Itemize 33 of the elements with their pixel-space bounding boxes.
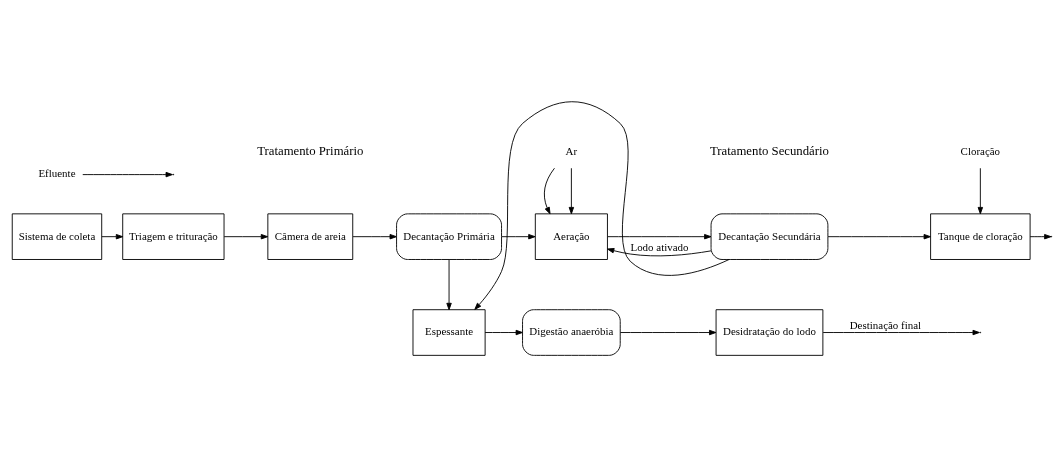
- arrow: [501, 234, 536, 240]
- node-box: Triagem e trituração: [122, 213, 225, 260]
- node-box: Decantação Secundária: [710, 213, 829, 260]
- edge-label: Destinação final: [849, 319, 922, 332]
- node-box: Desidratação do lodo: [715, 309, 824, 356]
- arrow: [223, 234, 269, 240]
- node-box: Aeração: [534, 213, 608, 260]
- node-box: Decantação Primária: [396, 213, 502, 260]
- arrow: [352, 234, 397, 240]
- node-text: Cloração: [960, 144, 1001, 157]
- arrow: [607, 248, 712, 257]
- label: Tratamento Primário: [257, 144, 364, 159]
- arrow: [607, 234, 712, 240]
- node-box: Câmera de areia: [267, 213, 354, 260]
- arrow: [101, 234, 124, 240]
- node-text: Ar: [565, 144, 578, 157]
- arrow: [82, 171, 173, 178]
- arrow: [1029, 234, 1052, 240]
- arrow: [977, 167, 984, 215]
- node-box: Espessante: [412, 309, 486, 356]
- arrow: [619, 329, 717, 336]
- label: Tratamento Secundário: [709, 144, 829, 159]
- arrow: [568, 167, 575, 215]
- arrow: [484, 329, 523, 336]
- arrow: [827, 234, 931, 240]
- arrow: [543, 167, 555, 215]
- node-text: Efluente: [38, 167, 76, 180]
- arrow: [474, 101, 730, 310]
- arrow: [446, 259, 452, 311]
- node-box: Sistema de coleta: [11, 213, 103, 260]
- node-box: Digestão anaeróbia: [522, 309, 621, 356]
- node-box: Tanque de cloração: [930, 213, 1031, 260]
- edge-label: Lodo ativado: [630, 240, 689, 253]
